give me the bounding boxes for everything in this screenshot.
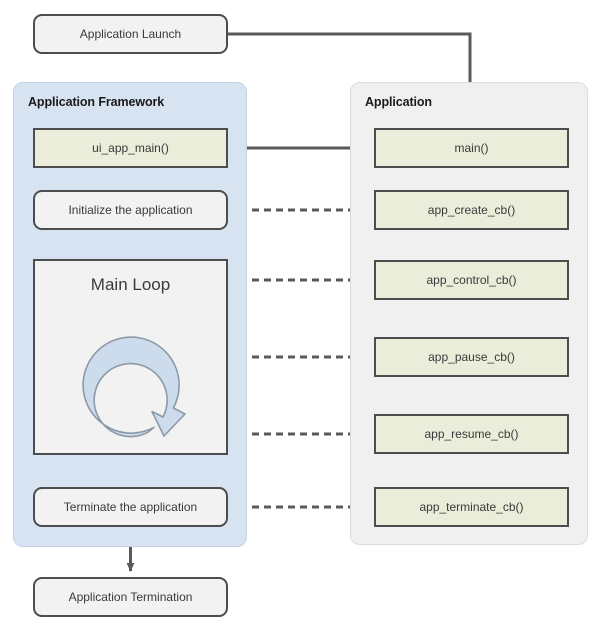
node-application-launch[interactable]: Application Launch <box>33 14 228 54</box>
node-label: app_resume_cb() <box>424 427 519 441</box>
circular-refresh-loop-icon <box>81 336 186 438</box>
node-application-termination[interactable]: Application Termination <box>33 577 228 617</box>
node-label: main() <box>454 141 489 155</box>
node-label: Terminate the application <box>63 500 198 514</box>
node-app-resume-cb[interactable]: app_resume_cb() <box>374 414 569 454</box>
node-label: ui_app_main() <box>92 141 169 155</box>
node-main-loop[interactable]: Main Loop <box>33 259 228 455</box>
panel-title-application-framework: Application Framework <box>28 95 165 109</box>
node-ui-app-main[interactable]: ui_app_main() <box>33 128 228 168</box>
node-initialize-the-application[interactable]: Initialize the application <box>33 190 228 230</box>
node-label: app_pause_cb() <box>428 350 515 364</box>
node-label: app_create_cb() <box>427 203 516 217</box>
node-label: app_control_cb() <box>426 273 517 287</box>
node-app-terminate-cb[interactable]: app_terminate_cb() <box>374 487 569 527</box>
node-app-pause-cb[interactable]: app_pause_cb() <box>374 337 569 377</box>
node-label: Application Termination <box>68 590 193 604</box>
main-loop-label: Main Loop <box>90 275 171 294</box>
node-label: app_terminate_cb() <box>419 500 524 514</box>
node-terminate-the-application[interactable]: Terminate the application <box>33 487 228 527</box>
node-app-create-cb[interactable]: app_create_cb() <box>374 190 569 230</box>
node-app-control-cb[interactable]: app_control_cb() <box>374 260 569 300</box>
node-main[interactable]: main() <box>374 128 569 168</box>
node-label: Initialize the application <box>68 203 193 217</box>
node-label: Application Launch <box>79 27 182 41</box>
panel-title-application: Application <box>365 95 432 109</box>
